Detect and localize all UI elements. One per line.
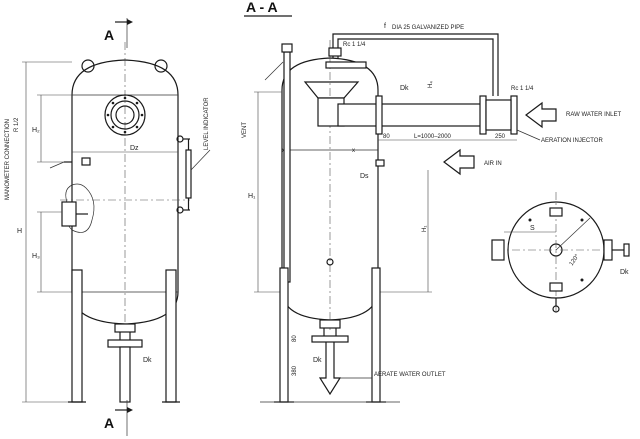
pipe-label: DIA 25 GALVANIZED PIPE bbox=[392, 25, 464, 31]
rc-top-label: Rc 1 1/4 bbox=[343, 42, 366, 48]
s-label: S bbox=[530, 225, 535, 232]
aerate-water-outlet-label: AERATE WATER OUTLET bbox=[374, 372, 446, 378]
dk-outlet-label: Dk bbox=[313, 357, 322, 364]
h2-label: H₂ bbox=[32, 127, 40, 134]
dim-380: 380 bbox=[292, 365, 298, 376]
h-label: H bbox=[17, 228, 22, 235]
dz-label: Dz bbox=[130, 145, 139, 152]
dk-inlet-label: Dk bbox=[400, 85, 409, 92]
h4-label: H₄ bbox=[428, 81, 434, 88]
raw-water-inlet-label: RAW WATER INLET bbox=[566, 112, 621, 118]
svg-text:x: x bbox=[352, 148, 355, 154]
h1-right-label: H₁ bbox=[422, 226, 428, 232]
air-in-label: AIR IN bbox=[484, 161, 502, 167]
section-a-a: A - A x x VENT f DIA 25 GALVANIZED PIPE … bbox=[242, 0, 621, 403]
section-title: A - A bbox=[246, 0, 278, 15]
level-indicator-label: LEVEL INDICATOR bbox=[204, 97, 210, 150]
h1-label: H₁ bbox=[248, 193, 256, 200]
dk-outlet-left-label: Dk bbox=[143, 357, 152, 364]
angle-label: 120° bbox=[569, 253, 581, 267]
ds-label: Ds bbox=[360, 173, 369, 180]
vent-label: VENT bbox=[242, 122, 248, 138]
plan-view: S 120° Dk bbox=[491, 192, 630, 315]
dim-80: 80 bbox=[383, 134, 390, 140]
rc-right-label: Rc 1 1/4 bbox=[511, 86, 534, 92]
section-marker-bottom: A bbox=[104, 415, 114, 431]
front-elevation: A Dz bbox=[5, 18, 211, 436]
h3-label: H₃ bbox=[32, 253, 40, 260]
pipe-symbol: f bbox=[384, 23, 386, 30]
section-marker-top: A bbox=[104, 27, 114, 43]
manometer-connection-label: MANOMETER CONNECTION bbox=[5, 119, 11, 200]
dk-plan-label: Dk bbox=[620, 269, 629, 276]
r-half-label: R 1/2 bbox=[14, 117, 20, 132]
dim-250: 250 bbox=[495, 134, 506, 140]
aeration-injector-label: AERATION INJECTOR bbox=[541, 138, 603, 144]
dim-l: L=1000–2000 bbox=[414, 134, 452, 140]
dim-80-bottom: 80 bbox=[292, 335, 298, 342]
